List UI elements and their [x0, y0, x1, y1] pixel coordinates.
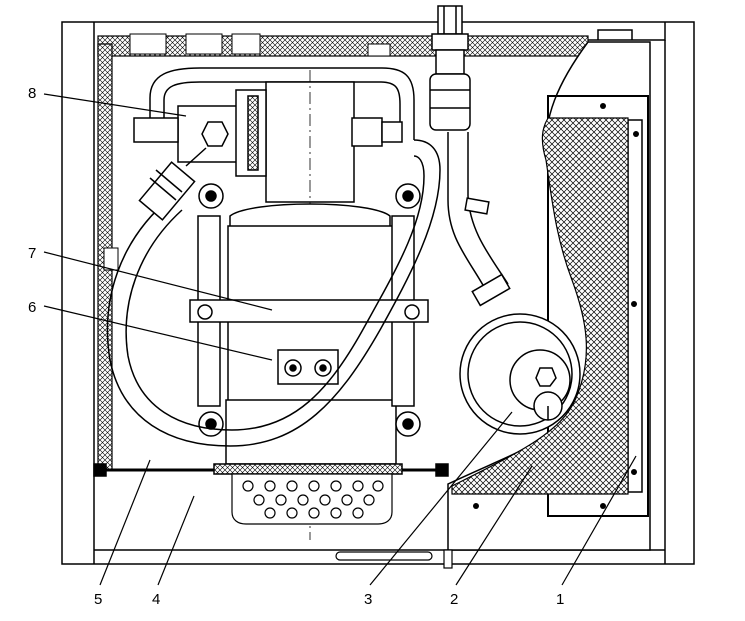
callout-3: 3 [364, 591, 372, 608]
mounting-rollers [198, 183, 421, 437]
callout-4: 4 [152, 591, 160, 608]
lower-loop-hose [106, 139, 441, 447]
left-wall-insulation [97, 43, 119, 471]
callout-1: 1 [556, 591, 564, 608]
valve-block [133, 89, 403, 177]
bottom-gasket [93, 463, 449, 477]
top-insulation-strip [97, 33, 589, 57]
filter-assembly [447, 41, 651, 551]
blower-housing [459, 313, 581, 435]
callout-6: 6 [28, 299, 36, 316]
inlet-pipe [429, 5, 471, 131]
intake-grille [231, 473, 393, 525]
callout-8: 8 [28, 85, 36, 102]
clamp-band [189, 299, 429, 323]
callout-2: 2 [450, 591, 458, 608]
callout-7: 7 [28, 245, 36, 262]
blower-inlet-hose [447, 132, 511, 307]
leader-lines [43, 93, 637, 586]
terminal-plate [277, 349, 339, 385]
hose-connector [138, 147, 207, 221]
callout-5: 5 [94, 591, 102, 608]
base-details [335, 549, 453, 569]
